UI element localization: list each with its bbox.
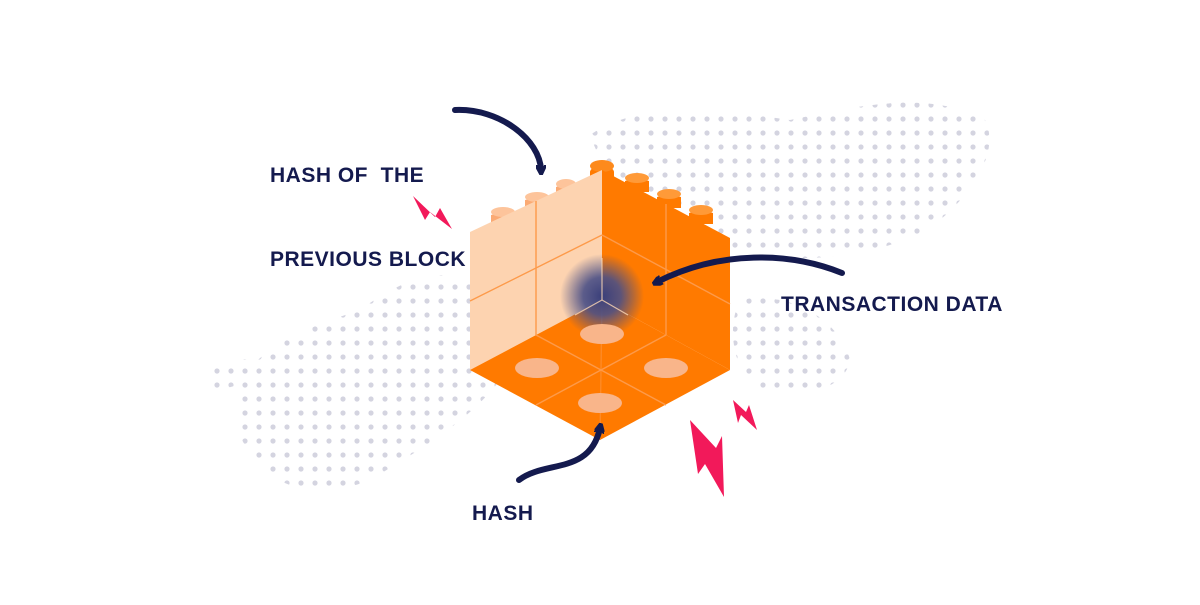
label-hash: HASH [472, 502, 534, 525]
block-cube-icon [469, 160, 731, 441]
label-transaction-data: TRANSACTION DATA [781, 293, 1003, 316]
arrow-transaction-data [657, 254, 845, 282]
label-previous-hash-line1: HASH OF THE [270, 164, 425, 187]
block-grid-lines [469, 201, 731, 441]
label-previous-hash: HASH OF THE PREVIOUS BLOCK [270, 106, 466, 330]
lightning-icon-left [413, 196, 452, 229]
lightning-icon-small [733, 400, 757, 430]
arrows [452, 106, 845, 483]
arrow-hash [516, 428, 600, 483]
lightning-icons [413, 196, 757, 497]
arrow-previous-hash [452, 106, 541, 170]
lightning-icon-large [690, 420, 724, 497]
bottom-studs [515, 324, 688, 413]
label-previous-hash-line2: PREVIOUS BLOCK [270, 248, 467, 271]
